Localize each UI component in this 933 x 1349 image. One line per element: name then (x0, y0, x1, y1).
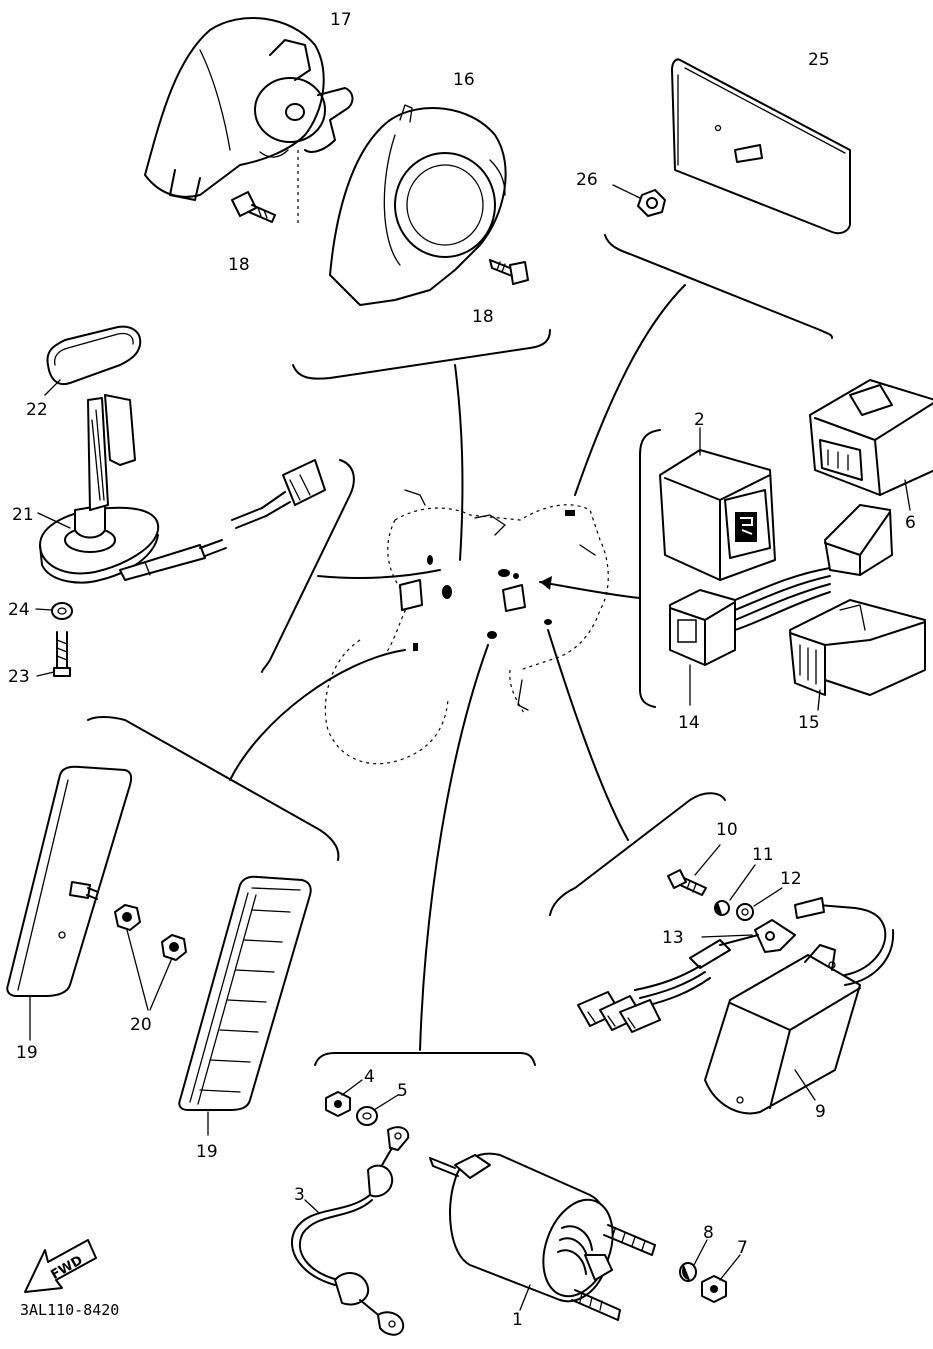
forward-arrow: FWD (24, 1239, 97, 1293)
leader-7 (719, 1254, 741, 1281)
nut-20b (161, 934, 187, 961)
leader-relays (539, 581, 641, 599)
part-label-2: 2 (694, 410, 705, 430)
group-bracket-horns (292, 329, 551, 380)
part-label-11: 11 (752, 845, 774, 865)
horn-16 (329, 104, 507, 306)
regulator-9 (704, 897, 895, 1115)
leader-11 (729, 864, 756, 901)
leader-reflectors (229, 649, 406, 781)
relay-6 (809, 379, 933, 496)
part-label-12: 12 (780, 869, 802, 889)
part-label-8: 8 (703, 1223, 714, 1243)
leader-9 (794, 1069, 816, 1101)
part-label-5: 5 (397, 1081, 408, 1101)
motorcycle-outline (324, 489, 609, 765)
gasket-22 (46, 325, 142, 385)
leader-23 (36, 671, 55, 677)
part-label-15: 15 (798, 713, 820, 733)
part-label-16: 16 (453, 70, 475, 90)
group-bracket-relays (639, 429, 661, 708)
part-label-7: 7 (737, 1238, 748, 1258)
starter-relay-1 (429, 1152, 656, 1321)
regulator-harness (577, 965, 711, 1033)
group-bracket-starter (314, 1052, 536, 1066)
part-label-1: 1 (512, 1310, 523, 1330)
washer-5 (356, 1106, 378, 1126)
part-label-25: 25 (808, 50, 830, 70)
leader-4 (341, 1079, 363, 1096)
nut-7 (701, 1275, 727, 1303)
part-label-17: 17 (330, 10, 352, 30)
reflector-19a (6, 765, 133, 997)
part-label-10: 10 (716, 820, 738, 840)
part-label-24: 24 (8, 600, 30, 620)
leader-20 (126, 929, 173, 1011)
leader-5 (373, 1094, 399, 1111)
leader-6 (904, 479, 911, 511)
leader-15 (817, 689, 821, 711)
leader-regulator (547, 629, 629, 841)
part-label-3: 3 (294, 1185, 305, 1205)
group-bracket-reflector (604, 234, 833, 339)
leader-3 (304, 1199, 319, 1213)
leader-10 (694, 844, 721, 876)
nut-26 (637, 189, 666, 217)
part-label-9: 9 (815, 1102, 826, 1122)
nut-20a (114, 904, 141, 931)
washer-24 (51, 602, 73, 620)
bolt-23 (53, 631, 71, 677)
drawing-code: 3AL110-8420 (20, 1301, 119, 1319)
part-label-21: 21 (12, 505, 34, 525)
connector-14 (669, 504, 893, 666)
part-label-18a: 18 (228, 255, 250, 275)
leader-1 (519, 1284, 531, 1311)
part-label-4: 4 (364, 1067, 375, 1087)
leader-21 (37, 512, 71, 529)
washer-11 (714, 900, 730, 916)
leader-8 (693, 1239, 708, 1266)
leader-12 (753, 887, 783, 907)
part-label-14: 14 (678, 713, 700, 733)
reflector-19b (178, 875, 312, 1111)
group-bracket-reflectors (87, 716, 340, 861)
horn-17 (144, 17, 354, 225)
bolt-18a (231, 191, 276, 223)
leader-fuel (317, 569, 441, 579)
nut-4 (325, 1091, 351, 1117)
part-label-18b: 18 (472, 307, 494, 327)
part-labels: 17 16 18 18 25 26 22 21 24 23 2 6 14 15 … (8, 10, 916, 1330)
part-label-20: 20 (130, 1015, 152, 1035)
leader-13 (701, 934, 753, 938)
part-label-6: 6 (905, 513, 916, 533)
reflector-25 (671, 58, 851, 235)
connector-15 (789, 599, 926, 696)
bolt-10 (667, 869, 707, 896)
part-label-23: 23 (8, 667, 30, 687)
part-label-19a: 19 (16, 1043, 38, 1063)
arrow-relays (540, 576, 552, 590)
bolt-18b (489, 259, 529, 285)
part-label-22: 22 (26, 400, 48, 420)
leader-starter (419, 644, 489, 1051)
leader-26 (612, 184, 641, 199)
leader-22 (44, 379, 61, 396)
part-label-19b: 19 (196, 1142, 218, 1162)
washer-12 (736, 903, 754, 921)
group-bracket-fuel (261, 459, 355, 673)
group-bracket-regulator (549, 792, 726, 916)
terminal-13 (689, 919, 796, 969)
leader-reflector (574, 284, 686, 496)
part-label-13: 13 (662, 928, 684, 948)
relay-2 (659, 449, 776, 581)
leader-24 (35, 608, 53, 611)
cable-3 (290, 1126, 410, 1336)
leader-horns (454, 364, 464, 561)
washer-8 (679, 1262, 697, 1282)
fuel-sender-21 (39, 394, 326, 584)
part-label-26: 26 (576, 170, 598, 190)
